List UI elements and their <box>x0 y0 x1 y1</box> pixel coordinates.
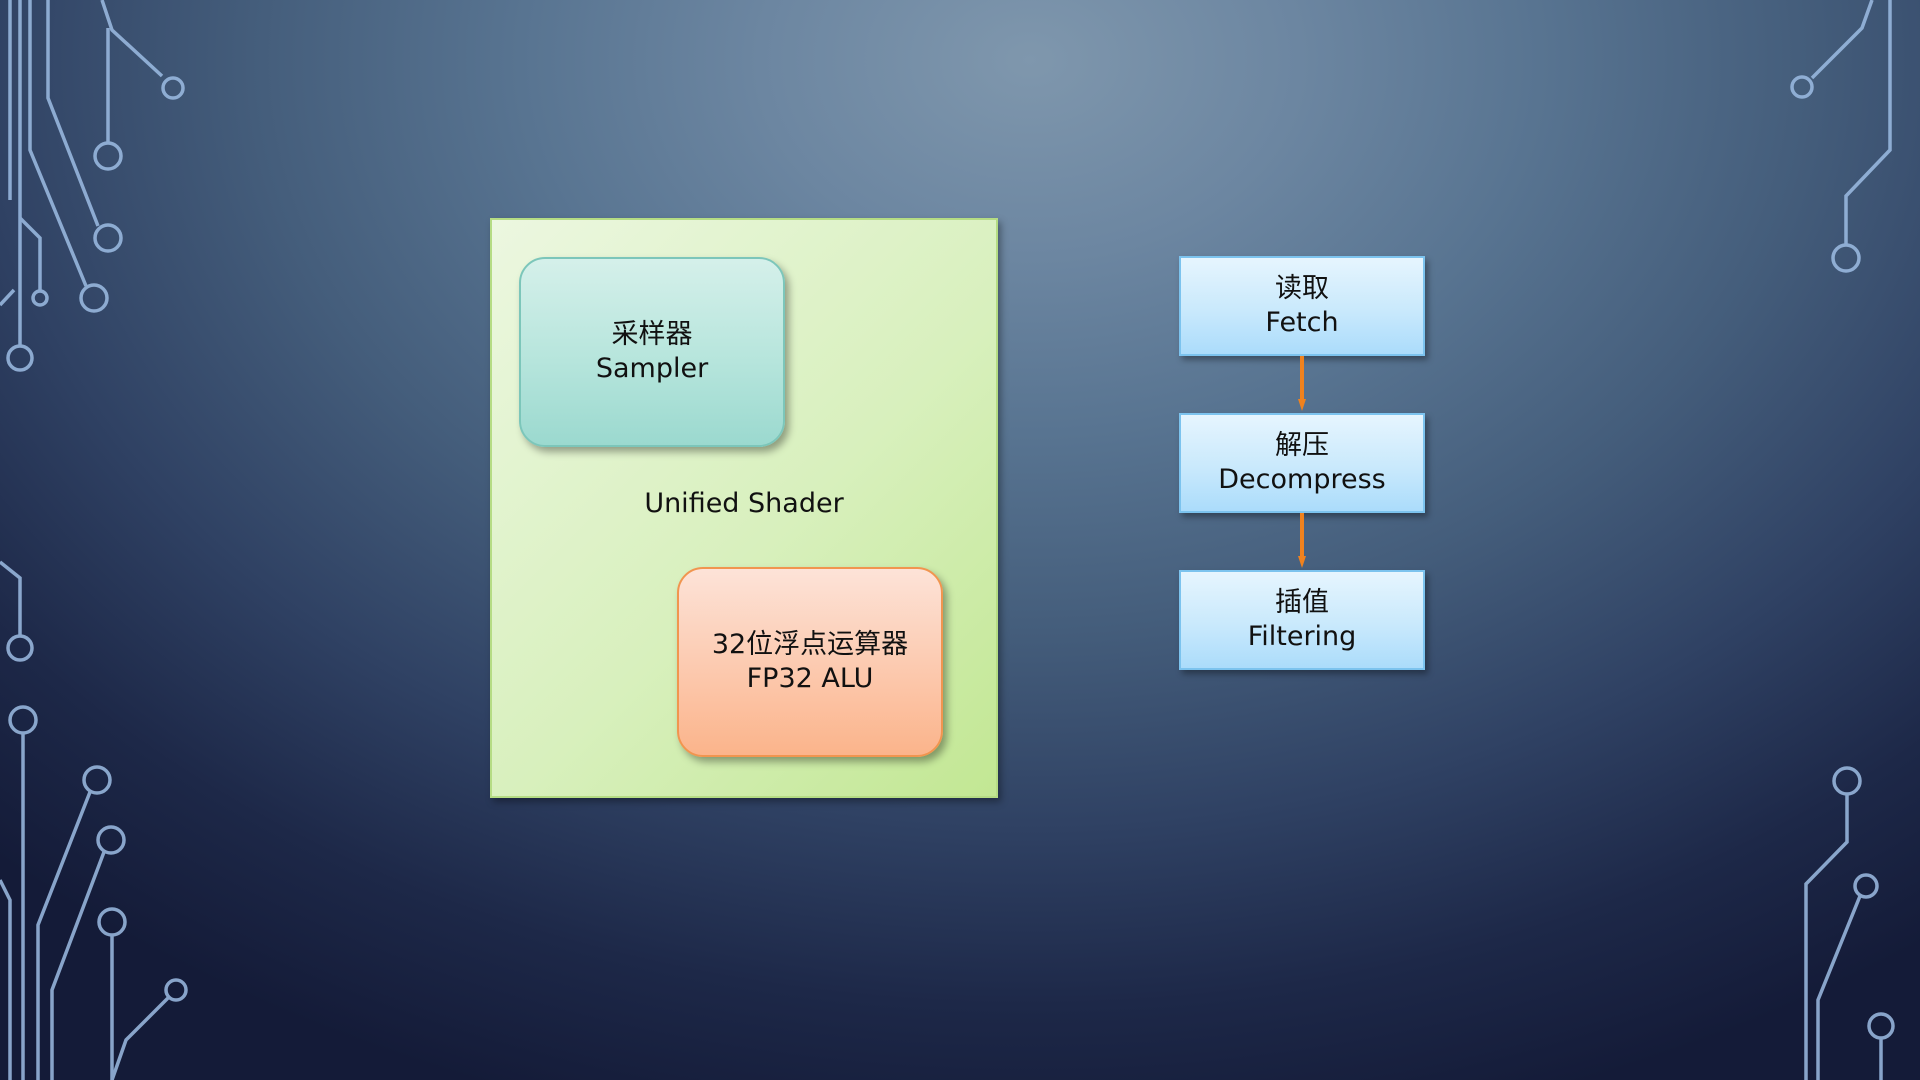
arrow-fetch-to-decompress <box>1298 356 1306 411</box>
sampler-label-zh: 采样器 <box>611 319 693 350</box>
decompress-label-en: Decompress <box>1218 464 1386 495</box>
fp32-alu-node: 32位浮点运算器 FP32 ALU <box>677 567 943 757</box>
sampler-label-en: Sampler <box>595 353 709 384</box>
fetch-label-zh: 读取 <box>1275 273 1329 304</box>
arrow-decompress-to-filtering <box>1298 513 1306 568</box>
fetch-stage: 读取 Fetch <box>1179 256 1425 356</box>
filtering-label-zh: 插值 <box>1275 587 1329 618</box>
sampler-node: 采样器 Sampler <box>519 257 785 447</box>
filtering-label-en: Filtering <box>1247 621 1357 652</box>
decompress-stage: 解压 Decompress <box>1179 413 1425 513</box>
alu-label-zh: 32位浮点运算器 <box>711 629 909 660</box>
filtering-stage: 插值 Filtering <box>1179 570 1425 670</box>
unified-shader-label: Unified Shader <box>644 488 844 519</box>
fetch-label-en: Fetch <box>1265 307 1339 338</box>
alu-label-en: FP32 ALU <box>746 663 874 694</box>
decompress-label-zh: 解压 <box>1275 430 1329 461</box>
